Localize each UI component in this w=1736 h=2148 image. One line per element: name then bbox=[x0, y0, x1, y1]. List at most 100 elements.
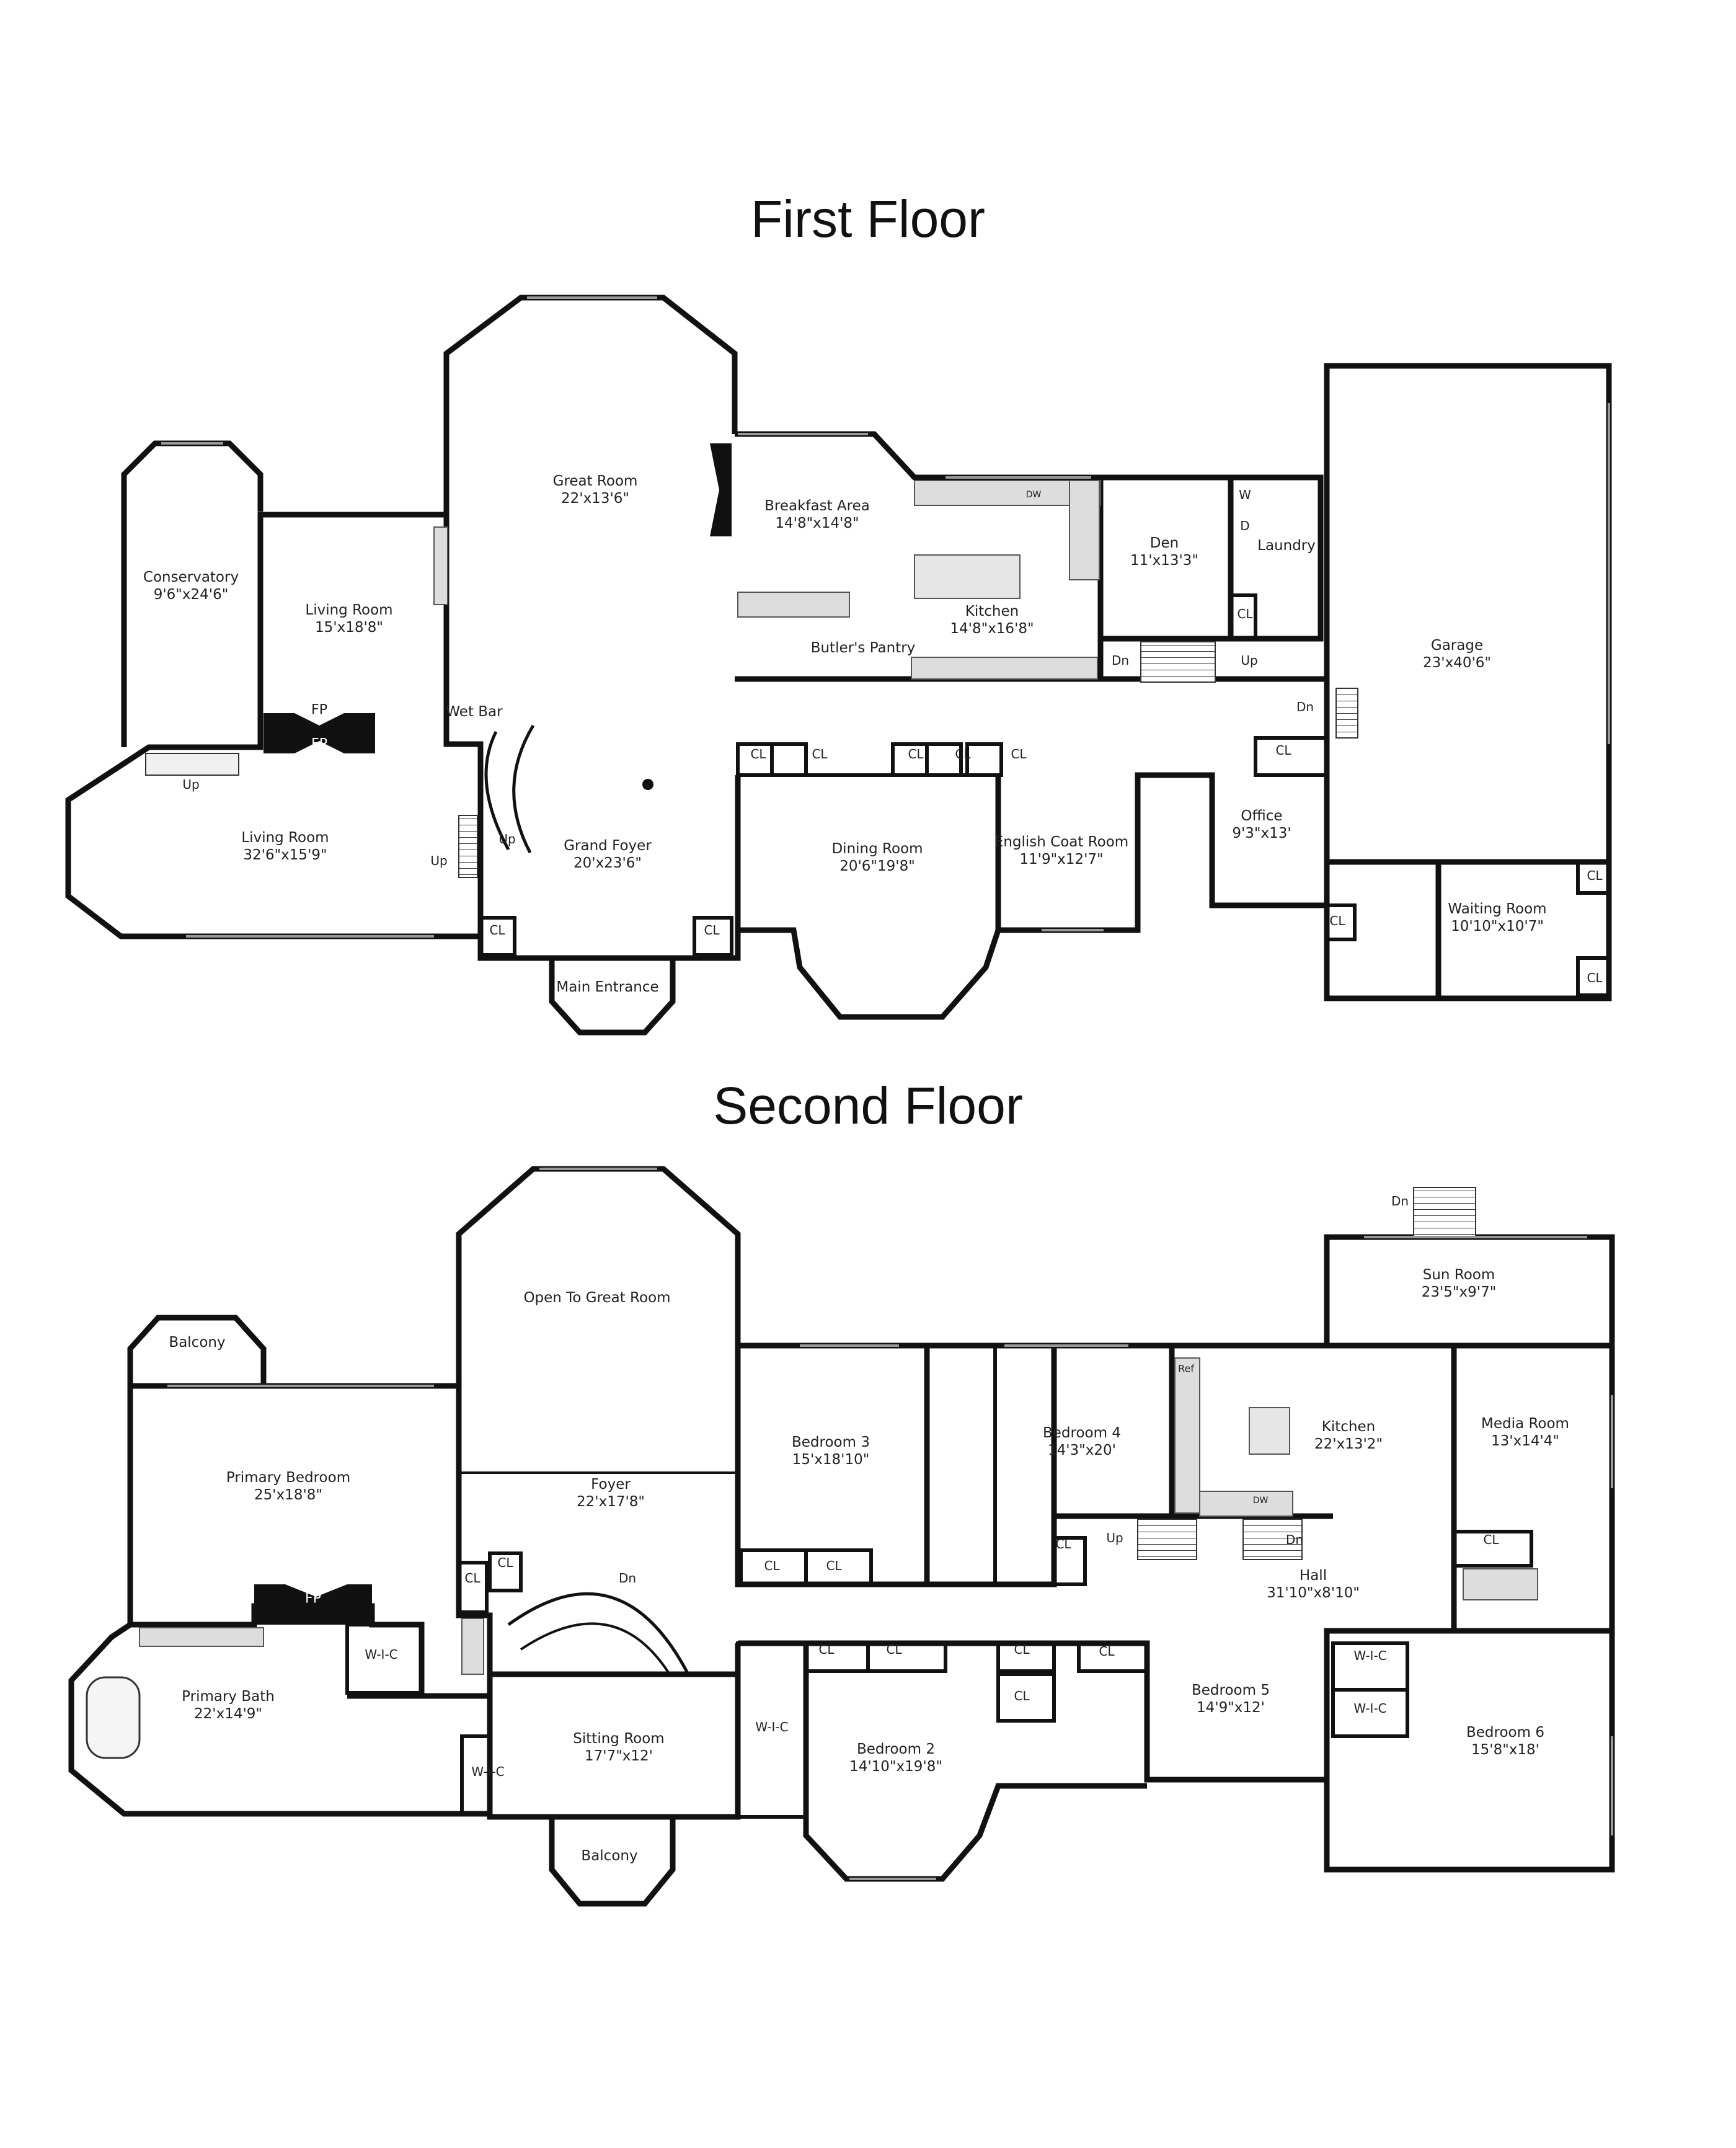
stair-up-label: Up bbox=[1106, 1530, 1123, 1545]
second-floor-plan bbox=[68, 1166, 1615, 1907]
closet-label: CL bbox=[886, 1642, 902, 1657]
dryer-label: D bbox=[1240, 518, 1250, 533]
walk-in-closet-label: W-I-C bbox=[471, 1764, 505, 1779]
open-great-room-walls bbox=[456, 1166, 741, 1488]
bedroom-2-walls bbox=[803, 1643, 1147, 1882]
garage-walls bbox=[1324, 363, 1612, 865]
main-entrance-walls bbox=[549, 958, 676, 1036]
dishwasher-label: DW bbox=[1252, 1496, 1269, 1506]
closet-label: CL bbox=[1329, 913, 1345, 928]
balcony-side-walls bbox=[127, 1315, 267, 1386]
foyer-walls bbox=[456, 1488, 741, 1677]
stair-up-label: Up bbox=[498, 832, 516, 846]
stair-down-label: Dn bbox=[1391, 1194, 1409, 1209]
second-floor-title: Second Floor bbox=[713, 1076, 1023, 1135]
closet-label: CL bbox=[1587, 868, 1603, 883]
room-label-main-entrance: Main Entrance bbox=[556, 979, 659, 995]
living-room-walls bbox=[65, 512, 480, 939]
walk-in-closet-label: W-I-C bbox=[1353, 1648, 1387, 1663]
stair-down-label: Dn bbox=[1296, 699, 1314, 714]
closet-label: CL bbox=[764, 1558, 780, 1573]
balcony-front-walls bbox=[549, 1817, 676, 1907]
washer-label: W bbox=[1239, 487, 1251, 502]
stair-up-label: Up bbox=[430, 853, 448, 868]
room-label-wet-bar: Wet Bar bbox=[446, 703, 503, 720]
grand-foyer-walls bbox=[443, 729, 741, 961]
closet-label: CL bbox=[812, 747, 828, 761]
room-label-balcony-front: Balcony bbox=[581, 1847, 638, 1864]
dining-room-walls bbox=[735, 775, 1001, 1020]
closet-label: CL bbox=[750, 747, 766, 761]
second-floor-fixtures bbox=[86, 1168, 1613, 1880]
walk-in-closet-label: W-I-C bbox=[365, 1647, 398, 1662]
stair-up-label: Up bbox=[182, 777, 200, 792]
closet-label: CL bbox=[1099, 1644, 1115, 1659]
hall-bottom-walls bbox=[738, 1628, 1454, 1783]
first-floor-fixtures bbox=[145, 296, 1611, 997]
room-label-laundry: Laundry bbox=[1257, 537, 1316, 554]
bedroom-4-walls bbox=[927, 1346, 1057, 1587]
closet-label: CL bbox=[704, 923, 720, 938]
closet-label: CL bbox=[908, 747, 924, 761]
closet-label: CL bbox=[497, 1555, 513, 1570]
office-walls bbox=[995, 676, 1330, 933]
stair-up-label: Up bbox=[1241, 653, 1258, 668]
closet-label: CL bbox=[464, 1571, 480, 1586]
closet-label: CL bbox=[1014, 1642, 1030, 1657]
primary-bath-walls bbox=[68, 1622, 490, 1817]
great-room-walls bbox=[443, 295, 738, 729]
closet-label: CL bbox=[955, 747, 971, 761]
stair-down-label: Dn bbox=[1285, 1532, 1304, 1547]
fireplace-label: FP bbox=[311, 736, 327, 752]
closet-label: CL bbox=[826, 1558, 842, 1573]
closet-label: CL bbox=[818, 1642, 835, 1657]
closet-label: CL bbox=[489, 923, 505, 938]
laundry-walls bbox=[1231, 474, 1324, 642]
closet-label: CL bbox=[1587, 970, 1603, 985]
dishwasher-label: DW bbox=[1025, 490, 1042, 500]
first-floor-title: First Floor bbox=[751, 190, 985, 248]
room-label-butlers-pantry: Butler's Pantry bbox=[810, 639, 916, 656]
closet-label: CL bbox=[1014, 1689, 1030, 1703]
closet-label: CL bbox=[1237, 606, 1253, 621]
closet-label: CL bbox=[1275, 743, 1291, 758]
fireplace-label: FP bbox=[311, 702, 327, 718]
closet-label: CL bbox=[1483, 1532, 1499, 1547]
room-label-open-to-great-room: Open To Great Room bbox=[523, 1289, 671, 1306]
first-floor-plan bbox=[65, 295, 1612, 1036]
stair-down-label: Dn bbox=[1111, 653, 1130, 668]
stair-down-label: Dn bbox=[618, 1571, 637, 1586]
walk-in-closet-label: W-I-C bbox=[1353, 1701, 1387, 1716]
fireplace-label: FP bbox=[305, 1591, 321, 1607]
walk-in-closet-label: W-I-C bbox=[755, 1720, 789, 1734]
den-walls bbox=[1100, 474, 1234, 642]
closet-label: CL bbox=[1011, 747, 1027, 761]
